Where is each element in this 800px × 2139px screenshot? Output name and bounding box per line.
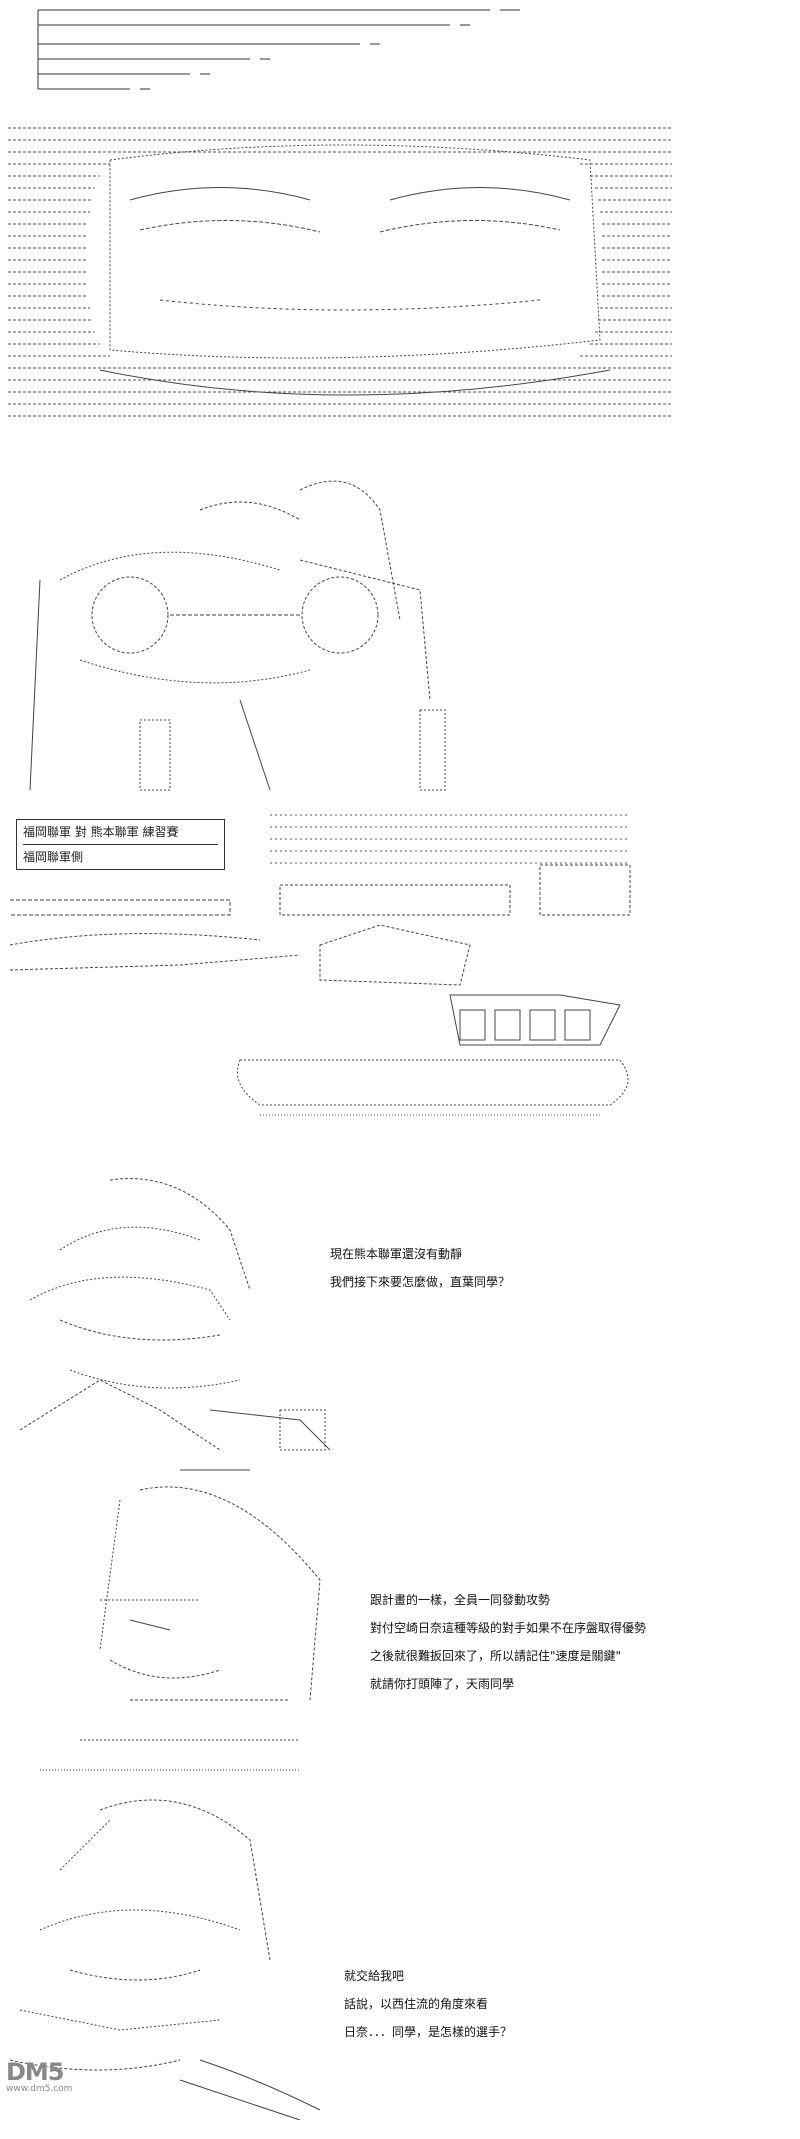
site-watermark-logo: DM5 www.dm5.com (6, 2058, 73, 2106)
dialogue-line: 話說，以西住流的角度來看 (344, 1997, 489, 2011)
dialogue-line: 跟計畫的一樣，全員一同發動攻勢 (370, 1593, 551, 1607)
dialogue-line: 日奈．．．同學，是怎樣的選手？ (344, 2025, 513, 2039)
dialogue-line: 現在熊本聯軍還沒有動靜 (330, 1247, 463, 1261)
caption-title: 福岡聯軍 對 熊本聯軍 練習賽 (23, 820, 218, 845)
dialogue-line: 就請你打頭陣了，天雨同學 (370, 1677, 515, 1691)
tanks-panel-art (0, 805, 640, 1145)
cap-girl-art (0, 1170, 340, 1460)
dialogue-line: 就交給我吧 (344, 1969, 405, 1983)
dialogue-line: 我們接下來要怎麼做，直葉同學？ (330, 1275, 511, 1289)
long-hair-girl-art (0, 1460, 340, 1780)
caption-side: 福岡聯軍側 (23, 850, 84, 864)
dialogue-block-2: 跟計畫的一樣，全員一同發動攻勢 對付空崎日奈這種等級的對手如果不在序盤取得優勢 … (370, 1586, 646, 1698)
scene-caption: 福岡聯軍 對 熊本聯軍 練習賽 福岡聯軍側 (16, 819, 225, 870)
header-lines (0, 0, 560, 100)
dialogue-block-1: 現在熊本聯軍還沒有動靜 我們接下來要怎麼做，直葉同學？ (330, 1240, 510, 1296)
watermark-url: www.dm5.com (6, 2084, 73, 2094)
eyes-panel-art (0, 120, 680, 465)
goggles-character-art (0, 470, 500, 800)
dialogue-line: 之後就很難扳回來了，所以請記住"速度是關鍵" (370, 1649, 622, 1663)
bow-girl-art (0, 1780, 340, 2120)
dialogue-block-3: 就交給我吧 話說，以西住流的角度來看 日奈．．．同學，是怎樣的選手？ (344, 1962, 512, 2046)
dialogue-line: 對付空崎日奈這種等級的對手如果不在序盤取得優勢 (370, 1621, 647, 1635)
watermark-logo-text: DM5 (6, 2058, 65, 2086)
